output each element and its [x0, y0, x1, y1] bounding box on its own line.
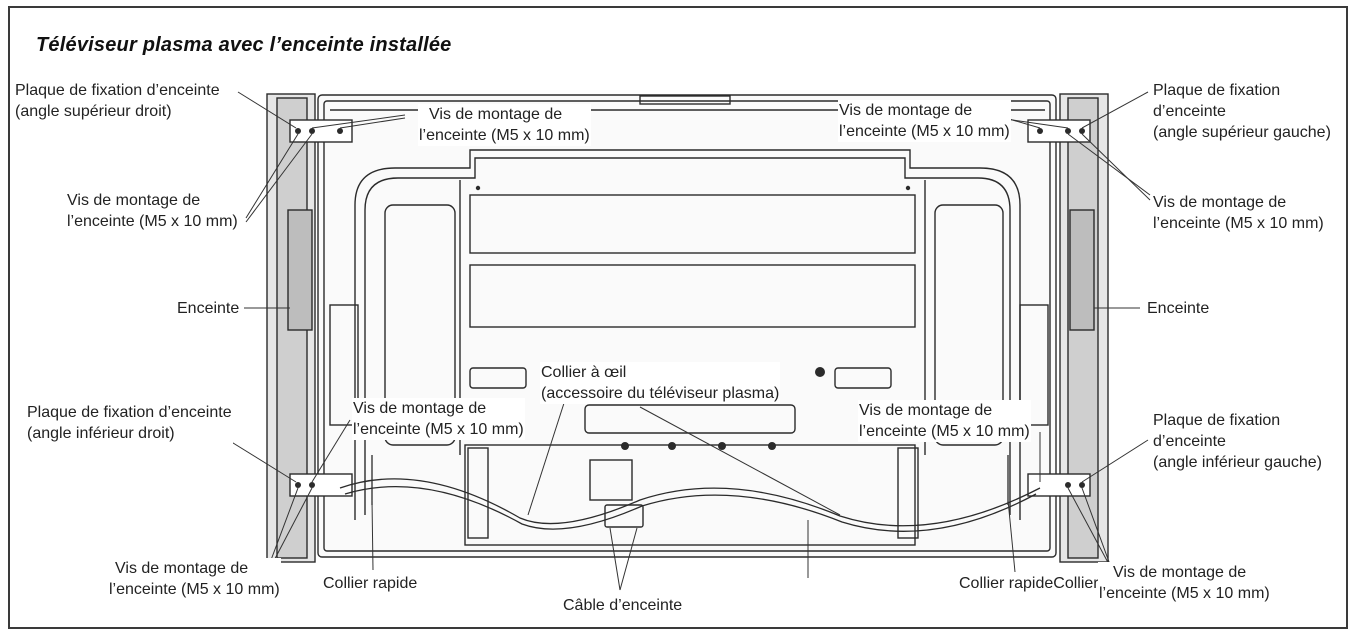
label-line: Plaque de fixation d’enceinte: [27, 404, 232, 421]
label-plate-top-left: Plaque de fixation d’enceinte (angle sup…: [1152, 80, 1332, 143]
label-line: l’enceinte (M5 x 10 mm): [859, 423, 1030, 440]
label-line: l’enceinte (M5 x 10 mm): [1099, 585, 1270, 602]
label-line: Plaque de fixation: [1153, 412, 1281, 429]
label-plate-top-right: Plaque de fixation d’enceinte (angle sup…: [14, 80, 221, 122]
label-plate-bottom-right: Plaque de fixation d’enceinte (angle inf…: [26, 402, 233, 444]
label-screws-right-upper: Vis de montage de l’enceinte (M5 x 10 mm…: [1152, 192, 1325, 234]
label-line: l’enceinte (M5 x 10 mm): [353, 421, 524, 438]
label-line: (angle supérieur droit): [15, 103, 172, 120]
label-line: l’enceinte (M5 x 10 mm): [1153, 215, 1324, 232]
label-screws-bottom-right-outer: Vis de montage de l’enceinte (M5 x 10 mm…: [1098, 562, 1271, 604]
label-quick-clamp-left: Collier rapide: [322, 573, 419, 594]
label-line: l’enceinte (M5 x 10 mm): [839, 123, 1010, 140]
label-screws-bottom-right-inner: Vis de montage de l’enceinte (M5 x 10 mm…: [858, 400, 1031, 442]
label-screws-top-left-inner: Vis de montage de l’enceinte (M5 x 10 mm…: [418, 104, 591, 146]
label-line: Vis de montage de: [1113, 564, 1247, 581]
label-speaker-right: Enceinte: [1146, 298, 1211, 319]
label-line: l’enceinte (M5 x 10 mm): [419, 127, 590, 144]
label-line: l’enceinte (M5 x 10 mm): [67, 213, 238, 230]
figure-title: Téléviseur plasma avec l’enceinte instal…: [36, 34, 452, 56]
label-line: Vis de montage de: [115, 560, 249, 577]
label-screws-top-right-inner: Vis de montage de l’enceinte (M5 x 10 mm…: [838, 100, 1011, 142]
label-line: d’enceinte: [1153, 433, 1226, 450]
label-line: Vis de montage de: [1153, 194, 1287, 211]
label-line: (angle inférieur droit): [27, 425, 175, 442]
label-eye-clamp: Collier à œil (accessoire du téléviseur …: [540, 362, 781, 404]
label-line: (angle inférieur gauche): [1153, 454, 1322, 471]
label-line: Vis de montage de: [429, 106, 563, 123]
label-plate-bottom-left: Plaque de fixation d’enceinte (angle inf…: [1152, 410, 1323, 473]
label-line: d’enceinte: [1153, 103, 1226, 120]
label-line: Vis de montage de: [839, 102, 973, 119]
label-line: Plaque de fixation d’enceinte: [15, 82, 220, 99]
label-line: (accessoire du téléviseur plasma): [541, 385, 780, 402]
label-speaker-cable: Câble d’enceinte: [562, 595, 684, 616]
label-speaker-left: Enceinte: [176, 298, 241, 319]
label-line: Collier à œil: [541, 364, 627, 381]
label-line: Plaque de fixation: [1153, 82, 1281, 99]
label-line: Vis de montage de: [353, 400, 487, 417]
label-screws-bottom-left-outer: Vis de montage de l’enceinte (M5 x 10 mm…: [108, 558, 281, 600]
label-screws-bottom-left-inner: Vis de montage de l’enceinte (M5 x 10 mm…: [352, 398, 525, 440]
label-screws-left-upper: Vis de montage de l’enceinte (M5 x 10 mm…: [66, 190, 239, 232]
label-line: Vis de montage de: [859, 402, 993, 419]
label-line: l’enceinte (M5 x 10 mm): [109, 581, 280, 598]
label-line: Vis de montage de: [67, 192, 201, 209]
label-line: (angle supérieur gauche): [1153, 124, 1331, 141]
